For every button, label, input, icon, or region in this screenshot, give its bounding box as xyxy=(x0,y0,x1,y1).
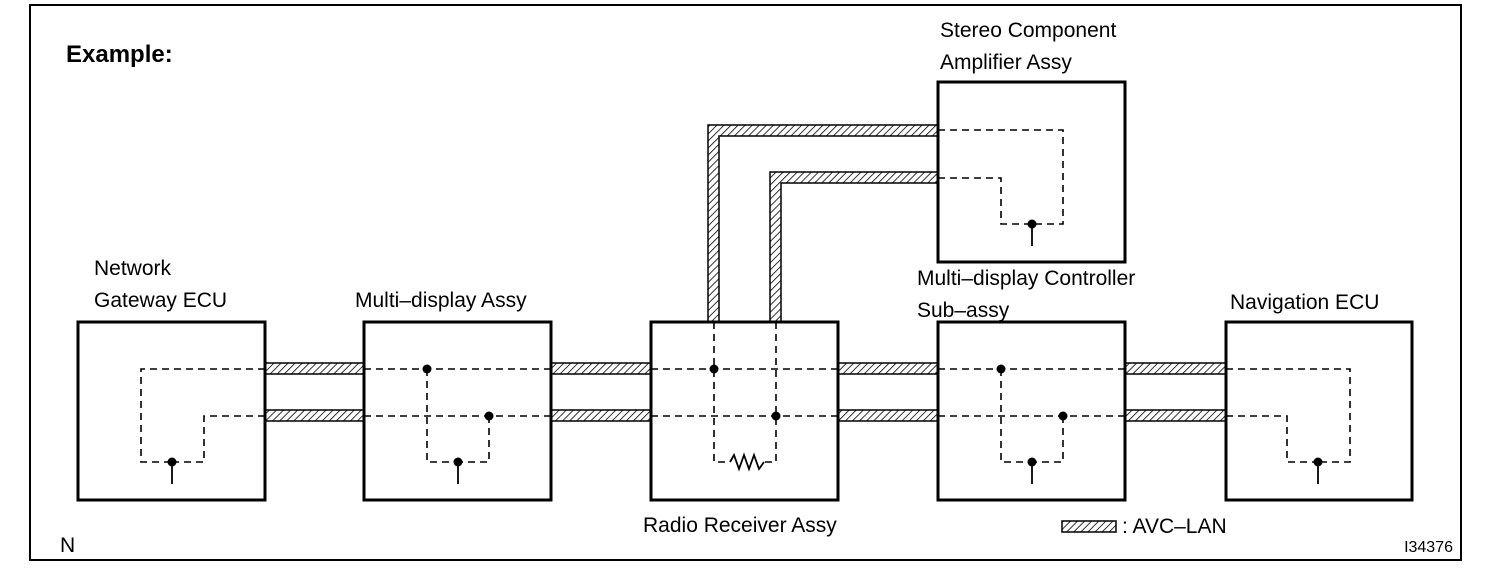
bus-radio-controller-bottom xyxy=(837,409,939,422)
radio-receiver-wiring xyxy=(651,322,838,472)
legend-avc-lan-label: : AVC–LAN xyxy=(1122,515,1227,538)
legend: : AVC–LAN xyxy=(1061,515,1227,538)
label-controller-line1: Multi–display Controller xyxy=(917,267,1135,290)
label-navigation: Navigation ECU xyxy=(1230,291,1379,314)
label-multi-display: Multi–display Assy xyxy=(355,289,527,312)
amplifier-wiring xyxy=(938,129,1064,246)
label-stereo-amp-line1: Stereo Component xyxy=(940,19,1116,42)
label-network-gateway-line1: Network xyxy=(94,257,172,280)
figure-id: I34376 xyxy=(1404,539,1453,556)
label-stereo-amp-line2: Amplifier Assy xyxy=(940,51,1072,74)
bus-radio-amp-outer xyxy=(707,124,939,323)
bus-controller-nav-bottom xyxy=(1124,409,1227,422)
label-network-gateway-line2: Gateway ECU xyxy=(94,289,227,312)
navigation-wiring xyxy=(1226,368,1351,484)
bus-display-radio-top xyxy=(550,362,652,375)
navigation-ecu-box xyxy=(1224,320,1414,502)
bus-display-radio-bottom xyxy=(550,409,652,422)
bus-radio-amp-inner xyxy=(769,171,939,323)
bus-gateway-display-top xyxy=(264,362,365,375)
gateway-wiring xyxy=(140,368,265,484)
node-dot xyxy=(167,457,177,467)
multi-display-wiring xyxy=(364,364,551,484)
corner-label: N xyxy=(60,534,75,557)
label-radio-receiver: Radio Receiver Assy xyxy=(643,514,837,537)
diagram-title: Example: xyxy=(66,41,173,68)
bus-radio-controller-top xyxy=(837,362,939,375)
label-controller-line2: Sub–assy xyxy=(917,299,1010,322)
radio-receiver-assy-box xyxy=(649,320,840,502)
terminator-resistor-icon xyxy=(729,452,765,472)
legend-avc-lan-swatch xyxy=(1061,520,1117,533)
controller-wiring xyxy=(938,364,1125,484)
outer-frame xyxy=(29,4,1462,561)
bus-controller-nav-top xyxy=(1124,362,1227,375)
bus-gateway-display-bottom xyxy=(264,409,365,422)
